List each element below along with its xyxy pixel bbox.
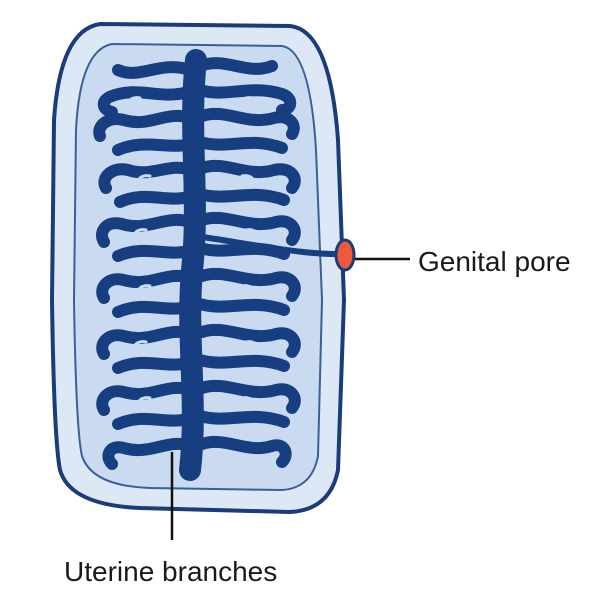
- genital-pore: [334, 238, 356, 272]
- uterine-stem: [179, 49, 207, 481]
- uterine-branches-label: Uterine branches: [64, 556, 278, 587]
- uterine-sacculations: [126, 96, 260, 410]
- genital-pore-label: Genital pore: [418, 246, 571, 277]
- uterine-branches-right: [194, 57, 301, 468]
- uterine-branches-left: [93, 61, 198, 470]
- genital-duct: [193, 233, 339, 257]
